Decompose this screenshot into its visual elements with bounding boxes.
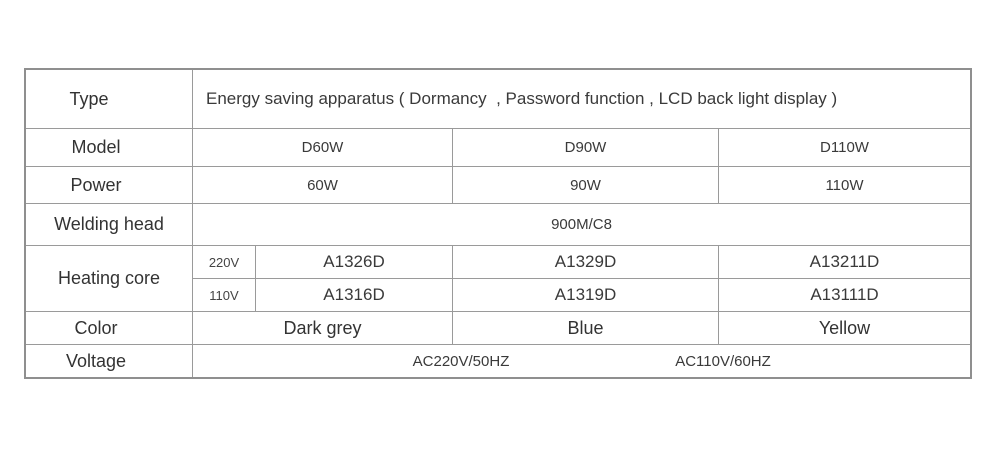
row-divider: [26, 311, 970, 312]
heating-core-label: Heating core: [57, 268, 161, 288]
model-d90w: D90W: [564, 139, 607, 156]
type-value: Energy saving apparatus ( Dormancy , Pas…: [206, 89, 838, 108]
row-divider: [192, 278, 970, 279]
core-a1329d: A1329D: [554, 252, 617, 271]
column-divider: [718, 245, 719, 344]
color-blue: Blue: [567, 317, 604, 338]
type-label: Type: [69, 88, 109, 109]
column-divider: [718, 128, 719, 203]
row-divider: [26, 166, 970, 167]
core-a1316d: A1316D: [323, 285, 385, 304]
row-divider: [26, 344, 970, 345]
core-a1319d: A1319D: [554, 285, 617, 304]
power-60w: 60W: [307, 176, 338, 194]
column-divider: [452, 245, 453, 344]
voltage-label: Voltage: [65, 350, 127, 371]
color-dark-grey: Dark grey: [283, 317, 362, 338]
color-yellow: Yellow: [818, 317, 871, 338]
power-110w: 110W: [825, 176, 864, 194]
power-90w: 90W: [570, 176, 601, 194]
heating-core-220v: 220V: [208, 254, 240, 270]
voltage-ac110v: AC110V/60HZ: [675, 352, 771, 370]
heating-core-110v: 110V: [209, 287, 239, 303]
column-divider: [452, 128, 453, 203]
power-label: Power: [70, 174, 122, 195]
core-a13111d: A13111D: [810, 285, 879, 304]
welding-head-value: 900M/C8: [551, 216, 612, 233]
welding-head-label: Welding head: [54, 214, 164, 234]
row-divider: [26, 128, 970, 129]
row-divider: [26, 203, 970, 204]
column-divider: [255, 245, 256, 311]
core-a13211d: A13211D: [809, 252, 880, 271]
model-label: Model: [71, 137, 121, 157]
row-divider: [26, 245, 970, 246]
spec-table: Type Energy saving apparatus ( Dormancy …: [24, 68, 972, 379]
core-a1326d: A1326D: [323, 252, 385, 271]
column-divider: [192, 70, 193, 377]
voltage-ac220v: AC220V/50HZ: [412, 352, 510, 370]
model-d110w: D110W: [820, 139, 869, 156]
color-label: Color: [74, 317, 118, 338]
model-d60w: D60W: [301, 139, 344, 156]
